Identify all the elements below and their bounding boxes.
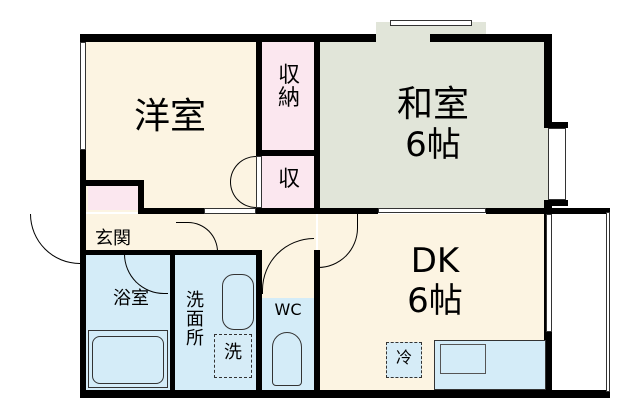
window-japanese-east [548,128,566,200]
toilet [272,332,302,386]
kitchen-counter [434,340,546,390]
door-hall-western-slide [204,208,256,214]
storage-large-area [262,40,316,152]
entrance-storage [88,186,138,210]
storage-small-area [262,156,316,210]
wall-wash-div [256,250,262,398]
dk-size: 6帖 [407,281,463,321]
window-bay-top [390,20,472,26]
wall-entrance-box-r [138,180,144,214]
wall-mid-horizontal-2 [256,208,378,214]
wall-east-upper [544,34,552,128]
wall-mid-horizontal [140,208,206,214]
wall-storage-mid [256,150,318,156]
bathtub [88,330,168,388]
wall-east-bump [544,122,568,128]
balcony-rail [606,212,610,392]
window-dk-east [546,214,552,332]
wall-wc-div [314,250,320,398]
wall-top-east [430,34,552,42]
window-japanese-dk [378,208,486,213]
japanese-room-size: 6帖 [405,125,461,165]
sink [222,274,254,330]
wall-top-west [80,34,320,42]
wall-storage-right [314,34,320,214]
western-room-label: 洋室 [133,96,206,137]
washer-label: 洗 [224,342,242,363]
wall-bottom [80,390,610,398]
wall-bath-div [170,254,175,394]
fridge-label: 冷 [395,348,412,367]
wall-storage-left [256,34,262,154]
wall-entrance-box [80,180,142,186]
wall-mid-horizontal-3 [486,208,610,214]
storage-large-label: 収 納 [277,63,300,112]
japanese-room [318,40,548,210]
fridge-space [386,342,422,378]
bath-label: 浴室 [113,288,149,309]
wall-top-mid [318,34,376,42]
japanese-room-label: 和室 [396,84,469,125]
wall-balcony-top [552,208,610,213]
storage-small-label: 収 [277,167,300,192]
dk-label: DK [410,241,460,281]
storage-small-slide [256,156,262,208]
kitchen-sink [440,344,486,374]
wall-west-lower [80,150,86,398]
wall-bath-top [80,250,260,255]
bathtub-inner [92,336,164,384]
washer-space [214,334,252,378]
wall-east-bump-b [544,200,568,206]
wc-label: WC [274,300,302,319]
entrance-door-swing[interactable] [30,214,82,264]
entrance-label: 玄関 [95,228,131,249]
window-western-left [80,42,86,150]
washroom-label: 洗 面 所 [186,290,204,349]
